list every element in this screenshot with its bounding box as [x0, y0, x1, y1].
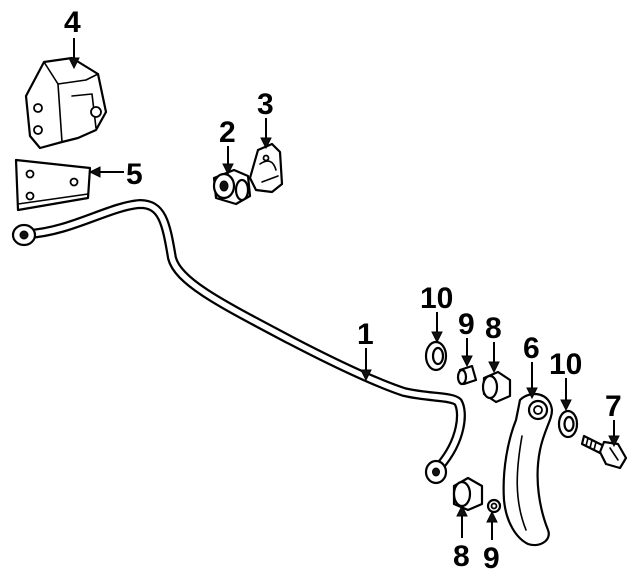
part-8-bushing-lower	[452, 476, 484, 512]
callout-6: 6	[523, 332, 540, 365]
part-4-mounting-bracket	[24, 56, 108, 150]
callout-10-lower: 10	[549, 348, 582, 381]
part-9-sleeve-lower	[486, 498, 502, 514]
part-9-sleeve-upper	[456, 364, 478, 386]
part-8-bushing-upper	[481, 370, 512, 404]
callout-10-upper: 10	[420, 282, 453, 315]
part-7-bolt	[580, 434, 628, 470]
part-2-bushing	[212, 168, 252, 206]
leader-lines	[68, 38, 620, 540]
callout-8-lower: 8	[453, 540, 470, 573]
callout-9-lower: 9	[483, 542, 500, 575]
callout-1: 1	[357, 318, 374, 351]
part-1-stabilizer-bar	[11, 199, 466, 485]
callout-2: 2	[219, 116, 236, 149]
part-6-stabilizer-link	[502, 392, 554, 547]
part-5-mounting-plate	[14, 158, 92, 212]
callout-8-upper: 8	[485, 312, 502, 345]
part-10-washer-lower	[557, 409, 579, 439]
callout-7: 7	[605, 390, 622, 423]
part-10-washer-upper	[424, 340, 448, 372]
callout-9-upper: 9	[458, 308, 475, 341]
callout-4: 4	[64, 6, 81, 39]
callout-3: 3	[257, 88, 274, 121]
callout-5: 5	[126, 158, 143, 191]
part-3-clamp	[248, 142, 284, 194]
